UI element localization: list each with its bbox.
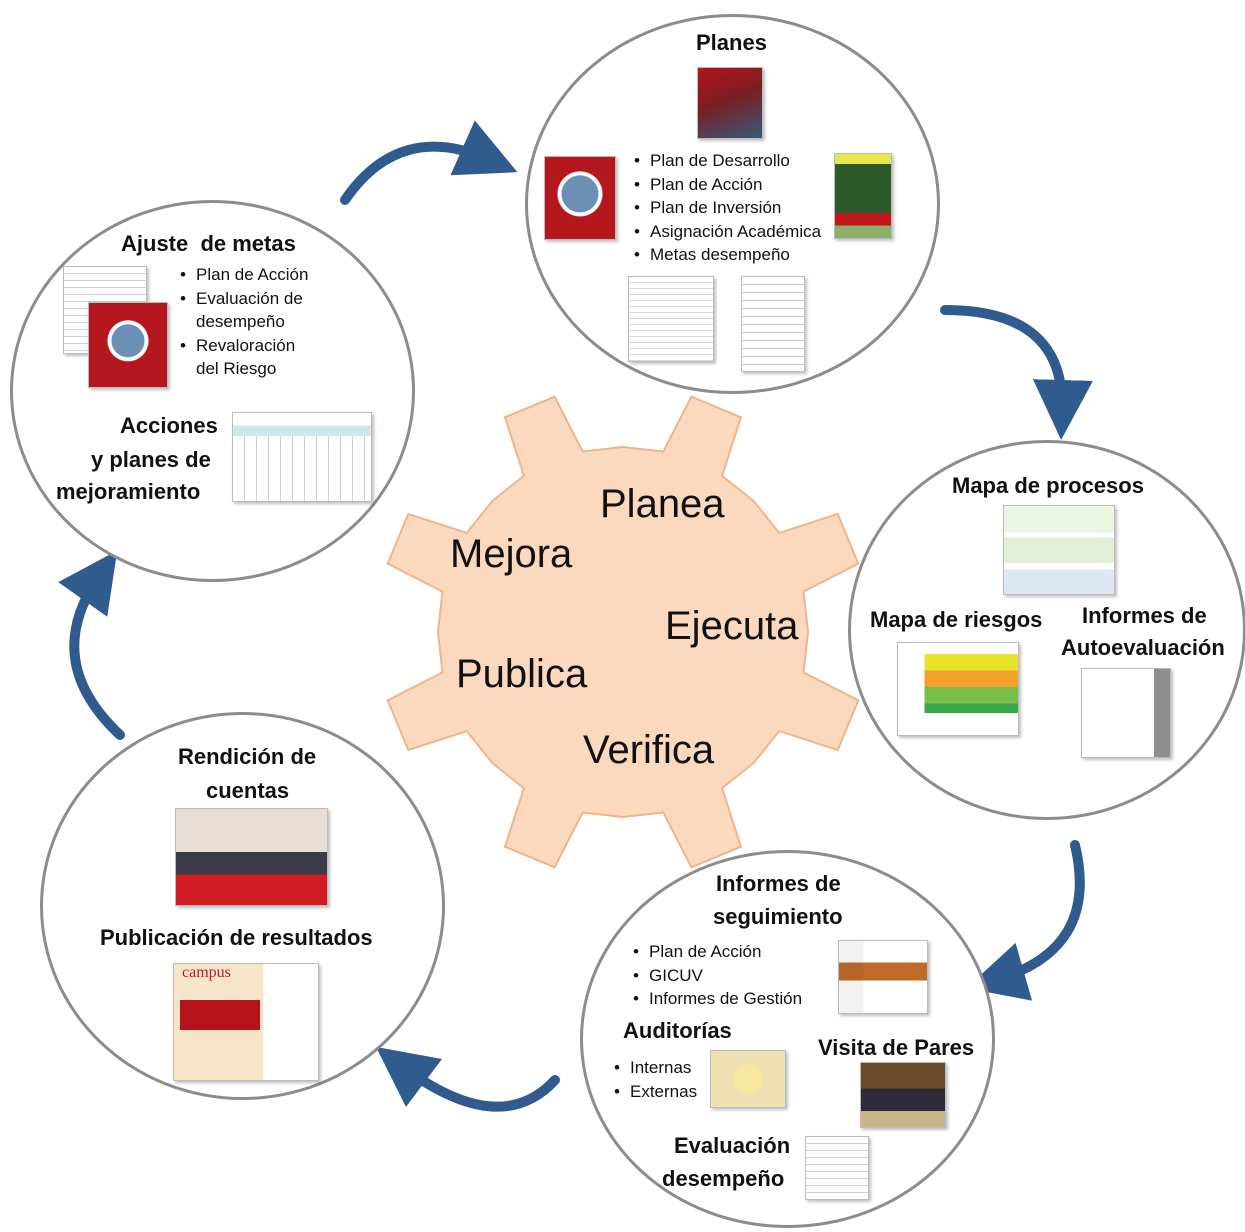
seguimiento-item: GICUV: [633, 964, 802, 988]
newspaper-red-banner: [180, 1000, 260, 1030]
ajuste-item: Plan de Acción: [180, 263, 308, 287]
cycle-word-mejora: Mejora: [450, 532, 573, 576]
auditorias-list: Internas Externas: [614, 1056, 697, 1103]
auditorias-item: Internas: [614, 1056, 697, 1080]
planes-item: Plan de Inversión: [634, 196, 821, 220]
cycle-word-planea: Planea: [600, 482, 725, 526]
form-thumbnail: [741, 276, 805, 372]
ajuste-metas-title: Ajuste de metas: [121, 231, 296, 256]
seguimiento-report-thumbnail: [838, 940, 928, 1014]
campus-newspaper-thumbnail: campus: [173, 963, 319, 1081]
planes-title: Planes: [696, 30, 767, 55]
campus-masthead: campus: [182, 964, 231, 981]
informes-seguimiento-title: Informes de: [716, 871, 841, 896]
acciones-mejoramiento-title-3: mejoramiento: [56, 479, 201, 504]
evaluacion-form-thumbnail: [805, 1136, 869, 1200]
mapa-procesos-title: Mapa de procesos: [952, 473, 1144, 498]
ajuste-item: Evaluación de: [180, 287, 308, 311]
arrow-seguimiento-to-rendicion: [375, 1047, 560, 1112]
planes-item: Plan de Desarrollo: [634, 149, 821, 173]
ajuste-item-continued: desempeño: [196, 312, 285, 331]
acciones-mejoramiento-title: Acciones: [120, 413, 218, 438]
acciones-table-thumbnail: [232, 412, 372, 502]
arrow-planes-to-procesos: [940, 305, 1093, 440]
ajuste-circle: [10, 200, 415, 582]
ajuste-item-continued: del Riesgo: [196, 359, 277, 378]
gear-shape: [386, 395, 860, 869]
arrow-ajuste-to-planes: [340, 120, 518, 205]
ajuste-plan-cover-thumbnail: [88, 302, 168, 388]
visita-pares-title: Visita de Pares: [818, 1035, 975, 1060]
seguimiento-list: Plan de Acción GICUV Informes de Gestión: [633, 940, 802, 1011]
publicacion-resultados-title: Publicación de resultados: [100, 925, 373, 950]
informes-autoevaluacion-title-2: Autoevaluación: [1061, 635, 1225, 660]
seguimiento-item: Informes de Gestión: [633, 987, 802, 1011]
cycle-word-ejecuta: Ejecuta: [665, 604, 799, 648]
evaluacion-desempeno-title-2: desempeño: [662, 1166, 785, 1191]
evaluacion-desempeno-title: Evaluación: [674, 1133, 791, 1158]
rendicion-event-photo-thumbnail: [175, 808, 328, 906]
arrow-procesos-to-seguimiento: [966, 840, 1085, 1001]
rendicion-cuentas-title-2: cuentas: [206, 778, 290, 803]
planes-item: Metas desempeño: [634, 243, 821, 267]
rendicion-cuentas-title: Rendición de: [178, 744, 317, 769]
plan-accion-cover-thumbnail: [544, 156, 616, 240]
visita-pares-photo-thumbnail: [860, 1062, 946, 1128]
acciones-mejoramiento-title-2: y planes de: [91, 447, 211, 472]
mapa-riesgos-title: Mapa de riesgos: [870, 607, 1043, 632]
procesos-circle: [848, 440, 1245, 820]
document-thumbnail: [628, 276, 714, 362]
planes-item: Plan de Acción: [634, 173, 821, 197]
informes-autoevaluacion-title: Informes de: [1082, 603, 1207, 628]
building-photo-thumbnail: [834, 153, 892, 239]
planes-list: Plan de Desarrollo Plan de Acción Plan d…: [634, 149, 821, 267]
cycle-word-publica: Publica: [456, 652, 588, 696]
planes-item: Asignación Académica: [634, 220, 821, 244]
informes-seguimiento-title-2: seguimiento: [713, 904, 843, 929]
risk-matrix-thumbnail: [897, 642, 1019, 736]
cycle-word-verifica: Verifica: [583, 728, 715, 772]
plan-cover-thumbnail: [697, 67, 763, 139]
ajuste-item: Revaloración: [180, 334, 308, 358]
seguimiento-item: Plan de Acción: [633, 940, 802, 964]
autoevaluacion-report-thumbnail: [1081, 668, 1171, 758]
ajuste-list: Plan de Acción Evaluación de desempeño R…: [180, 263, 308, 381]
auditoria-certificate-thumbnail: [710, 1050, 786, 1108]
arrow-rendicion-to-ajuste: [58, 550, 125, 740]
auditorias-title: Auditorías: [623, 1018, 732, 1043]
process-map-thumbnail: [1003, 505, 1115, 595]
seguimiento-circle: [580, 850, 995, 1228]
auditorias-item: Externas: [614, 1080, 697, 1104]
